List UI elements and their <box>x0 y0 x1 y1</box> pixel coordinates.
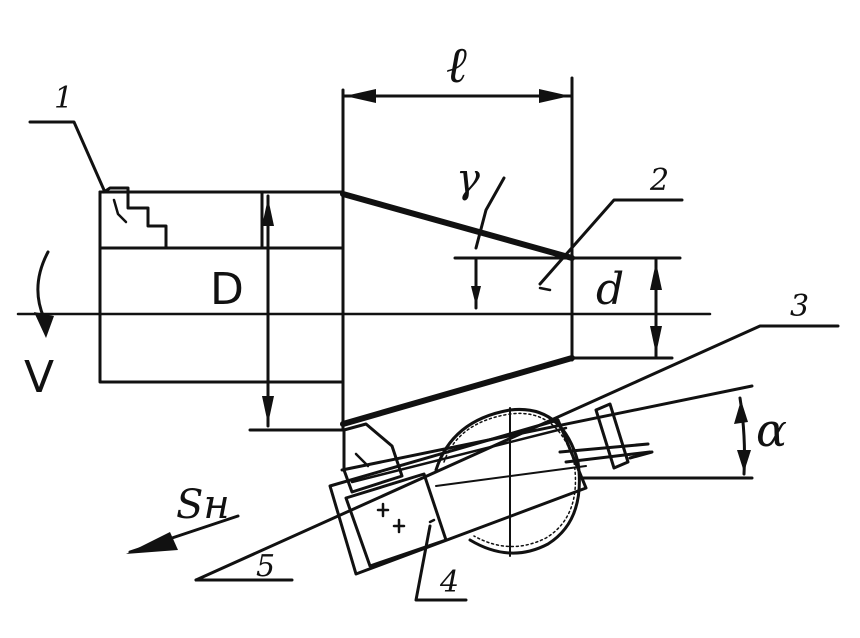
length-dimension <box>341 89 574 103</box>
label-taper-angle: γ <box>456 156 480 202</box>
label-feed: Sн <box>176 482 230 528</box>
label-tilt-angle: α <box>756 403 787 457</box>
label-part-2: 2 <box>649 163 669 198</box>
cutting-speed-arrow <box>34 250 54 338</box>
tilt-angle-indicator <box>734 396 751 476</box>
leader-2 <box>538 198 684 286</box>
label-minor-diameter: d <box>596 264 624 315</box>
workpiece <box>340 76 682 432</box>
minor-diameter-dimension <box>650 258 662 358</box>
label-length: ℓ <box>446 36 467 94</box>
major-diameter-dimension <box>248 194 345 432</box>
taper-angle-indicator <box>471 176 506 310</box>
label-major-diameter: D <box>210 264 244 315</box>
compound-rest <box>194 324 840 602</box>
label-part-3: 3 <box>790 289 809 324</box>
label-part-1: 1 <box>54 81 73 116</box>
feed-arrow <box>126 514 240 554</box>
label-part-4: 4 <box>439 565 459 600</box>
label-cutting-speed: V <box>24 352 54 403</box>
label-part-5: 5 <box>256 549 275 584</box>
chuck <box>28 120 345 384</box>
